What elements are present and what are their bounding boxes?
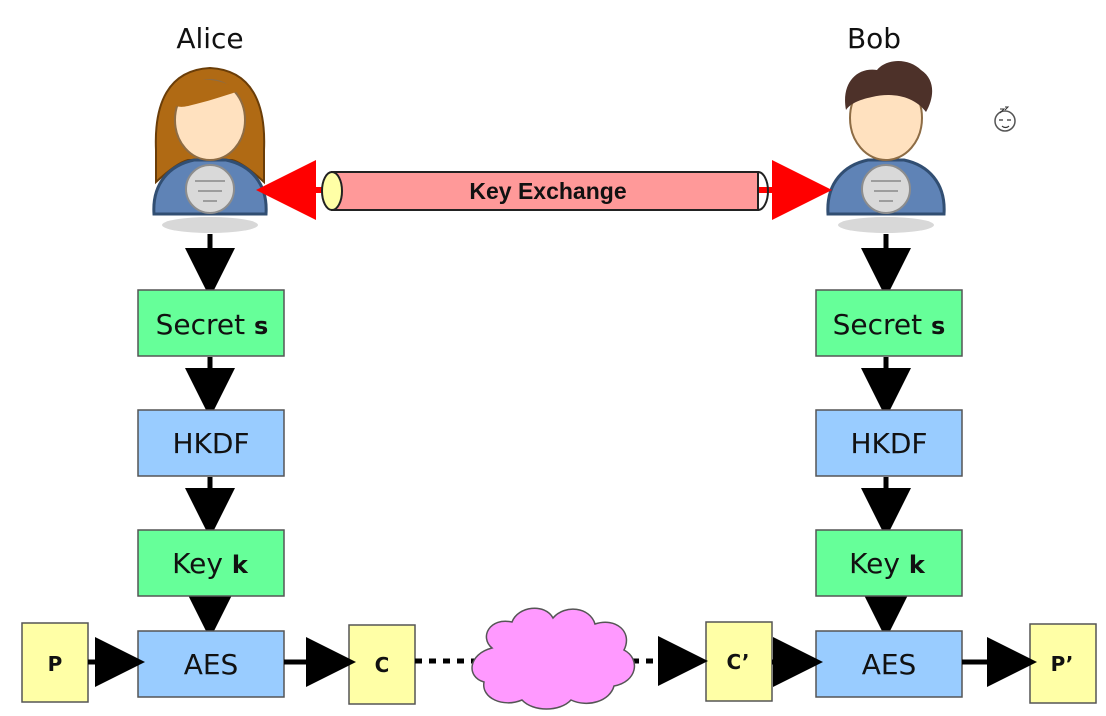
bob-plaintext-label: P’ [1051,652,1074,676]
alice-ciphertext-box: C [348,624,416,705]
alice-hkdf-label: HKDF [172,427,249,460]
bob-name: Bob [847,22,901,55]
alice-key-box: Key k [137,529,285,597]
man-avatar-icon [826,61,946,233]
bob-hkdf-box: HKDF [815,409,963,477]
bob-secret-text: Secret [833,308,931,341]
alice-secret-variable: s [254,312,268,340]
bob-hkdf-label: HKDF [850,427,927,460]
bob-key-text: Key [849,547,909,580]
alice-aes-label: AES [184,648,239,681]
alice-ciphertext-label: C [375,653,390,677]
bob-ciphertext-box: C’ [705,621,773,702]
woman-avatar-icon [152,66,268,233]
alice-aes-box: AES [137,630,285,698]
alice-key-variable: k [232,551,249,579]
svg-text:Secret s: Secret s [833,308,946,341]
network-cloud [471,607,636,710]
alice-secret-text: Secret [156,308,254,341]
bob-secret-variable: s [931,312,945,340]
svg-text:Key k: Key k [849,547,926,580]
alice-plaintext-box: P [21,622,89,703]
svg-text:Key k: Key k [172,547,249,580]
alice-secret-box: Secret s [137,289,285,357]
bob-key-box: Key k [815,529,963,597]
sleeping-face-icon [994,106,1016,132]
bob-key-variable: k [909,551,926,579]
key-exchange-pipe [321,171,769,211]
alice-name: Alice [176,22,243,55]
key-exchange-label: Key Exchange [469,178,626,204]
bob-aes-label: AES [862,648,917,681]
bob-aes-box: AES [815,630,963,698]
alice-key-text: Key [172,547,232,580]
bob-plaintext-box: P’ [1029,623,1097,704]
bob-ciphertext-label: C’ [726,650,749,674]
alice-plaintext-label: P [48,652,63,676]
svg-text:Secret s: Secret s [156,308,269,341]
bob-secret-box: Secret s [815,289,963,357]
alice-hkdf-box: HKDF [137,409,285,477]
